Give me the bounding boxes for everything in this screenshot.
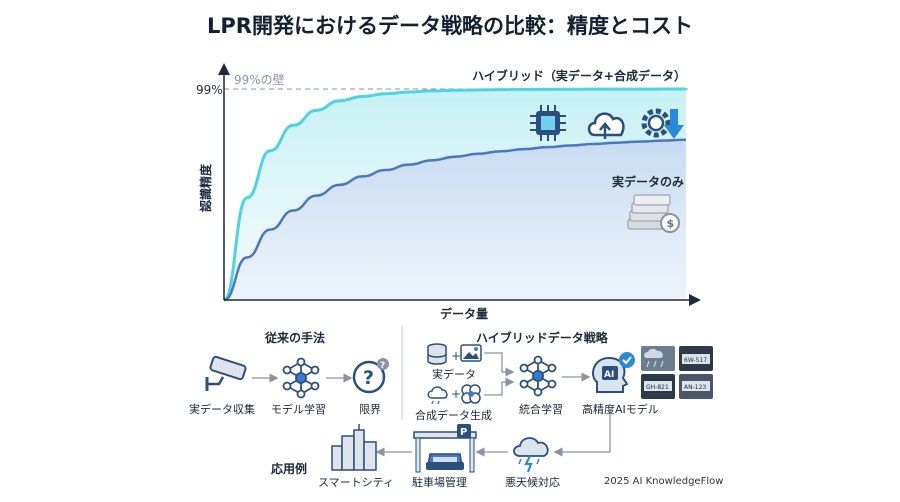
money-cost-icon: $ xyxy=(627,194,680,233)
step-synthetic-data: 合成データ生成 xyxy=(415,409,492,422)
footer-credit: 2025 AI KnowledgeFlow xyxy=(604,476,724,487)
application-parking: 駐車場管理 xyxy=(412,476,467,489)
application-bad-weather: 悪天候対応 xyxy=(505,476,560,489)
step-model-learning: モデル学習 xyxy=(271,403,326,416)
real-series-line xyxy=(223,138,687,302)
step-limit: 限界 xyxy=(359,403,381,416)
step-real-data: 実データ xyxy=(432,368,476,381)
step-high-accuracy-model: 高精度AIモデル xyxy=(582,403,659,416)
y-tick-99: 99% xyxy=(196,83,223,97)
x-axis-label: データ量 xyxy=(440,306,488,321)
hybrid-series-line xyxy=(222,87,687,302)
svg-text:$: $ xyxy=(667,217,675,230)
wall-label: 99%の壁 xyxy=(234,72,285,87)
hybrid-series-label: ハイブリッド（実データ+合成データ） xyxy=(472,68,686,83)
chip-icon xyxy=(530,105,566,141)
step-real-data-collection: 実データ収集 xyxy=(189,403,255,416)
y-axis-label: 認識精度 xyxy=(198,163,213,212)
application-smart-city: スマートシティ xyxy=(318,476,395,489)
traditional-heading: 従来の手法 xyxy=(265,331,326,345)
cloud-upload-icon xyxy=(587,112,625,139)
real-series-label: 実データのみ xyxy=(612,174,684,189)
applications-heading: 応用例 xyxy=(271,462,308,476)
page-title: LPR開発におけるデータ戦略の比較：精度とコスト xyxy=(207,14,693,38)
hybrid-heading: ハイブリッドデータ戦略 xyxy=(476,331,608,345)
real-area xyxy=(224,139,686,300)
gear-download-icon xyxy=(641,108,684,139)
step-integrated-learning: 統合学習 xyxy=(519,403,563,416)
